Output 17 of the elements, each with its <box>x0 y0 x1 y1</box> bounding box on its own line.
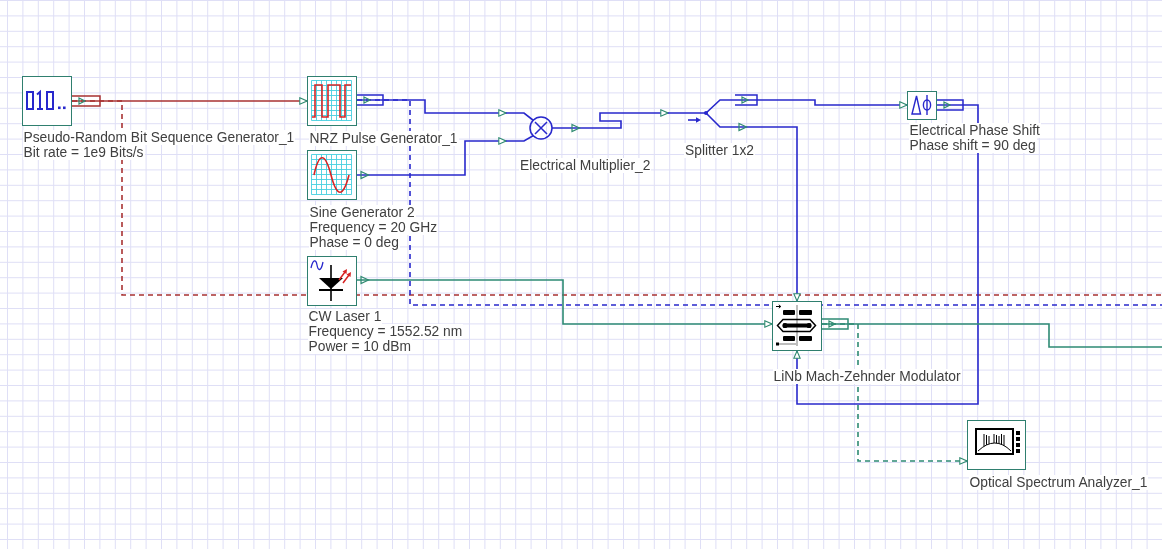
component-name: Optical Spectrum Analyzer_1 <box>968 474 1149 490</box>
component-name: NRZ Pulse Generator_1 <box>308 130 459 146</box>
connector-line <box>356 279 773 328</box>
component-name: Electrical Phase Shift <box>908 122 1041 138</box>
connector-line <box>567 109 669 129</box>
component-name: Sine Generator 2 <box>308 204 416 220</box>
component-name: Pseudo-Random Bit Sequence Generator_1 <box>22 129 296 145</box>
connector-line <box>734 126 801 302</box>
connector-line <box>356 137 507 176</box>
dashed-connector-line <box>821 323 968 465</box>
connector-line <box>734 99 908 109</box>
dashed-connector-line <box>356 99 1162 306</box>
dashed-connector-line <box>71 100 1162 296</box>
component-name: Electrical Multiplier_2 <box>519 158 652 173</box>
component-name: LiNb Mach-Zehnder Modulator <box>772 368 962 384</box>
component-name: Splitter 1x2 <box>684 143 756 158</box>
connector-line <box>793 104 979 405</box>
